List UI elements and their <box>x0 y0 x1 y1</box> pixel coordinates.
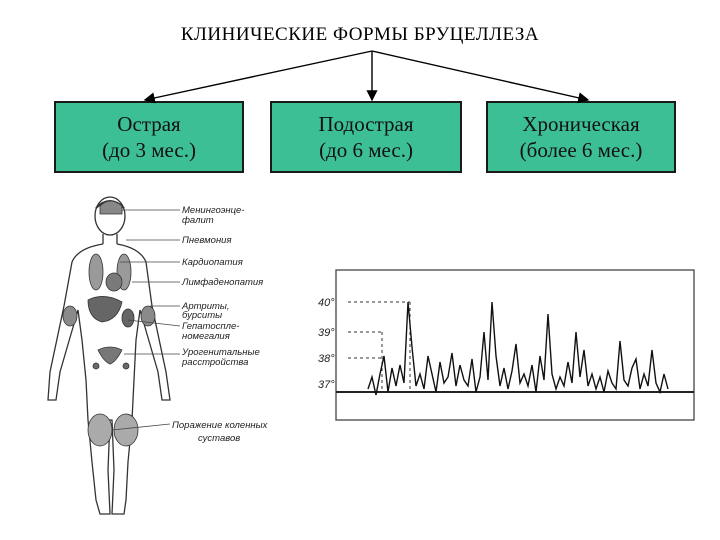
tick-38: 38° <box>318 353 335 365</box>
liver-icon <box>87 296 123 323</box>
form-name: Подострая <box>318 112 414 136</box>
torso-outline <box>47 243 171 515</box>
lymph-node-icon <box>92 362 100 370</box>
arrow-to-acute <box>143 50 373 104</box>
form-name: Острая <box>117 112 181 136</box>
label-meningo-2: фалит <box>182 215 214 226</box>
label-arthritis-1: Артриты, <box>181 301 230 312</box>
label-urogenital-2: расстройства <box>181 357 248 368</box>
label-meningo-1: Менингоэнце- <box>182 205 244 216</box>
form-box-subacute: Подострая (до 6 мес.) <box>270 101 462 173</box>
label-knee-2: суставов <box>198 433 240 444</box>
label-lymphadenopathy: Лимфаденопатия <box>181 277 263 288</box>
label-hepato-2: номегалия <box>182 331 230 342</box>
label-pneumonia: Пневмония <box>182 235 232 246</box>
chart-frame <box>335 269 695 421</box>
tick-37: 37° <box>318 379 335 391</box>
diagram-title: КЛИНИЧЕСКИЕ ФОРМЫ БРУЦЕЛЛЕЗА <box>180 24 540 45</box>
temperature-curve <box>367 301 669 396</box>
arrow-to-chronic <box>371 50 590 104</box>
label-cardiopathy: Кардиопатия <box>182 257 243 268</box>
form-duration: (до 3 мес.) <box>102 138 196 162</box>
head-outline <box>94 196 126 236</box>
form-duration: (более 6 мес.) <box>519 138 643 162</box>
elbow-left-icon <box>62 305 78 327</box>
urogenital-icon <box>97 346 123 365</box>
lymph-node-icon <box>122 362 130 370</box>
elbow-right-icon <box>140 305 156 327</box>
form-box-acute: Острая (до 3 мес.) <box>54 101 244 173</box>
label-arthritis-2: бурситы <box>182 310 222 321</box>
label-knee-1: Поражение коленных <box>172 420 269 431</box>
tick-40: 40° <box>318 297 335 309</box>
heart-icon <box>105 272 123 292</box>
form-name: Хроническая <box>522 112 640 136</box>
spleen-icon <box>121 308 135 328</box>
form-duration: (до 6 мес.) <box>319 138 413 162</box>
label-hepato-1: Гепатоспле- <box>182 321 239 332</box>
tick-39: 39° <box>318 327 335 339</box>
brain-icon <box>99 200 123 215</box>
form-box-chronic: Хроническая (более 6 мес.) <box>486 101 676 173</box>
label-urogenital-1: Урогенитальные <box>181 347 260 358</box>
lung-left-icon <box>88 253 104 291</box>
